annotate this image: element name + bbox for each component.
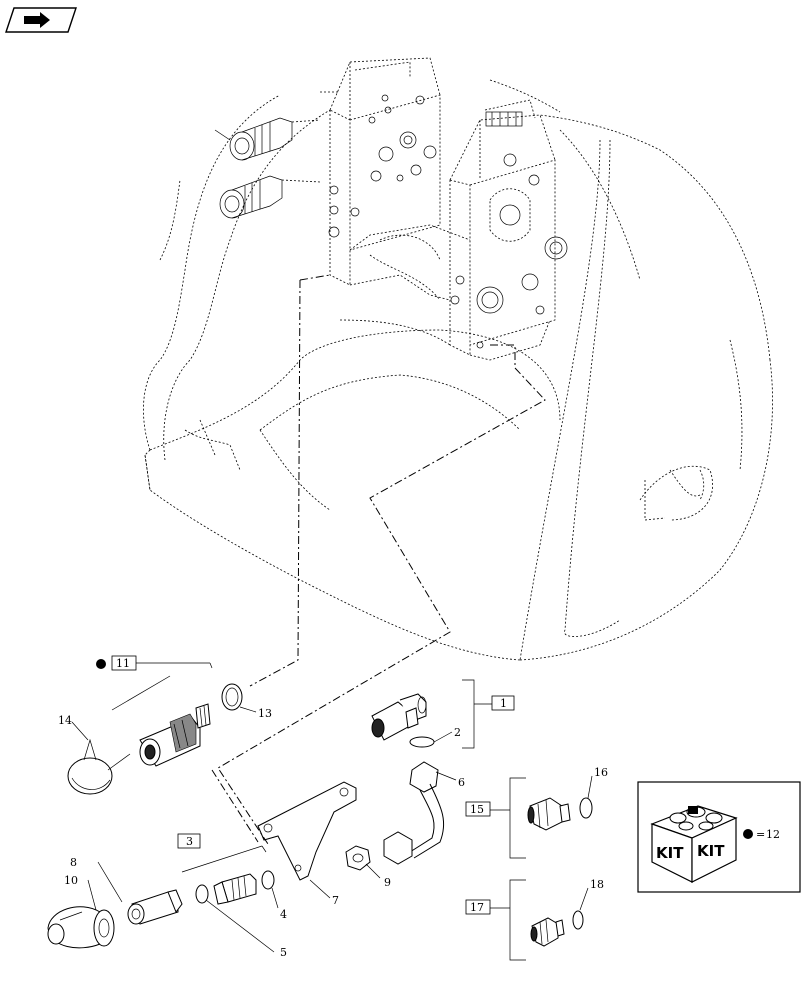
callout-11[interactable]: 11 bbox=[116, 657, 130, 670]
kit-label-right: KIT bbox=[697, 842, 725, 860]
callout-3[interactable]: 3 bbox=[186, 835, 193, 848]
callout-14[interactable]: 14 bbox=[58, 714, 72, 727]
kit-box-icon: KIT KIT bbox=[650, 805, 738, 883]
part-5-o-ring[interactable]: 5 bbox=[195, 884, 287, 959]
callout-18[interactable]: 18 bbox=[590, 878, 604, 891]
part-3-group: 3 bbox=[177, 833, 267, 873]
part-14-dust-cap[interactable]: 14 bbox=[58, 714, 131, 795]
part-16-o-ring[interactable]: 16 bbox=[579, 766, 608, 819]
part-18-o-ring[interactable]: 18 bbox=[572, 878, 604, 930]
forward-page-icon bbox=[24, 12, 50, 28]
kit-bullet-icon bbox=[96, 659, 106, 669]
part-15-group: 15 bbox=[465, 777, 526, 859]
callout-8[interactable]: 8 bbox=[70, 856, 77, 869]
callout-1[interactable]: 1 bbox=[500, 697, 507, 710]
callout-16[interactable]: 16 bbox=[594, 766, 608, 779]
part-6-tube-assembly[interactable]: 6 bbox=[383, 761, 465, 865]
callout-13[interactable]: 13 bbox=[258, 707, 272, 720]
upper-quick-couplers bbox=[214, 117, 321, 219]
forward-page-button[interactable] bbox=[5, 7, 77, 33]
tractor-rear-housing bbox=[143, 79, 773, 661]
kit-bullet-icon bbox=[743, 829, 753, 839]
callout-12[interactable]: 12 bbox=[766, 828, 780, 841]
callout-10[interactable]: 10 bbox=[64, 874, 78, 887]
callout-2[interactable]: 2 bbox=[454, 726, 461, 739]
part-4-o-ring[interactable]: 4 bbox=[261, 870, 287, 921]
callout-4[interactable]: 4 bbox=[280, 908, 287, 921]
part-1-group: 1 bbox=[462, 679, 515, 749]
part-7-bracket[interactable]: 7 bbox=[257, 781, 357, 907]
callout-17[interactable]: 17 bbox=[470, 901, 484, 914]
kit-panel: KIT KIT = 12 bbox=[637, 781, 801, 893]
part-11-quick-coupler[interactable] bbox=[139, 703, 211, 767]
kit-equals: = bbox=[756, 828, 765, 841]
part-3-coupler-nipple[interactable] bbox=[213, 873, 257, 905]
kit-label-left: KIT bbox=[656, 844, 684, 862]
part-17-fitting[interactable] bbox=[530, 917, 565, 947]
part-9-nut[interactable]: 9 bbox=[345, 845, 391, 889]
part-2-o-ring[interactable]: 2 bbox=[409, 726, 461, 748]
assembly-leader-lines bbox=[211, 274, 546, 845]
callout-15[interactable]: 15 bbox=[470, 803, 484, 816]
callout-7[interactable]: 7 bbox=[332, 894, 339, 907]
part-11-group: 11 bbox=[96, 655, 213, 711]
control-valve-bank bbox=[328, 57, 568, 361]
part-10-dust-plug[interactable]: 10 bbox=[47, 874, 115, 949]
callout-5[interactable]: 5 bbox=[280, 946, 287, 959]
part-1-tee-fitting[interactable] bbox=[371, 693, 427, 741]
callout-9[interactable]: 9 bbox=[384, 876, 391, 889]
part-8-adapter[interactable]: 8 bbox=[70, 856, 183, 925]
part-15-fitting[interactable] bbox=[527, 797, 571, 831]
callout-6[interactable]: 6 bbox=[458, 776, 465, 789]
part-13-o-ring[interactable]: 13 bbox=[221, 683, 272, 720]
part-17-group: 17 bbox=[465, 879, 526, 961]
